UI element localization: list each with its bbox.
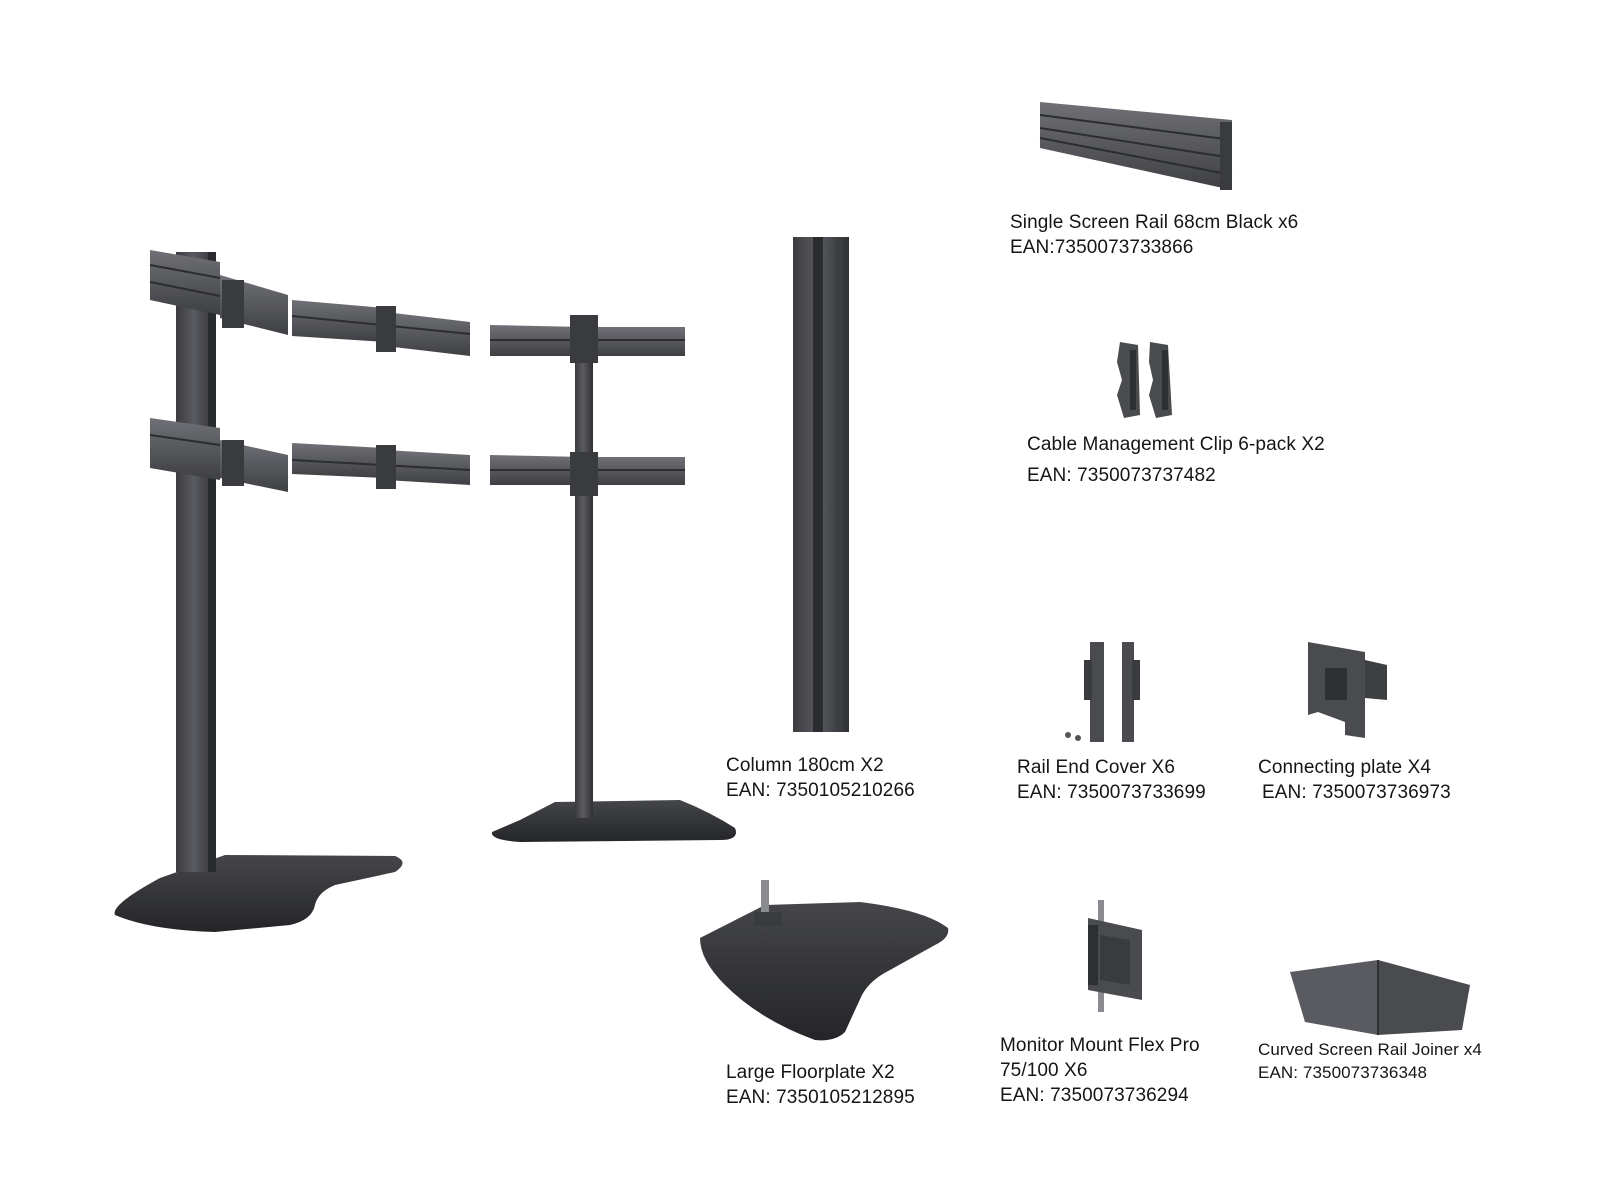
monitor-mount-illustration bbox=[1088, 900, 1142, 1012]
curved-joiner-illustration bbox=[1290, 960, 1470, 1035]
rail-end-cover-label: Rail End Cover X6 EAN: 7350073733699 bbox=[1017, 755, 1206, 805]
connecting-plate-illustration bbox=[1308, 642, 1387, 738]
cable-clip-name: Cable Management Clip 6-pack X2 bbox=[1027, 434, 1325, 455]
monitor-mount-ean: EAN: 7350073736294 bbox=[1000, 1085, 1189, 1106]
single-rail-label: Single Screen Rail 68cm Black x6 EAN:735… bbox=[1010, 210, 1298, 260]
floorplate-illustration bbox=[700, 880, 949, 1041]
column-name: Column 180cm X2 bbox=[726, 755, 884, 776]
stand-floorplate-left bbox=[114, 855, 403, 932]
single-rail-illustration bbox=[1039, 102, 1233, 190]
column-label: Column 180cm X2 EAN: 7350105210266 bbox=[726, 753, 915, 803]
single-rail-ean: EAN:7350073733866 bbox=[1010, 237, 1194, 258]
curved-joiner-ean: EAN: 7350073736348 bbox=[1258, 1063, 1428, 1082]
stand-bottom-rails bbox=[149, 418, 685, 496]
floorplate-ean: EAN: 7350105212895 bbox=[726, 1087, 915, 1108]
column-ean: EAN: 7350105210266 bbox=[726, 780, 915, 801]
floorplate-name: Large Floorplate X2 bbox=[726, 1062, 895, 1083]
connecting-plate-name: Connecting plate X4 bbox=[1258, 757, 1432, 778]
stand-floorplate-right bbox=[491, 800, 736, 842]
connecting-plate-label: Connecting plate X4 EAN: 7350073736973 bbox=[1258, 755, 1451, 805]
rail-end-cover-name: Rail End Cover X6 bbox=[1017, 757, 1175, 778]
curved-joiner-label: Curved Screen Rail Joiner x4 EAN: 735007… bbox=[1258, 1038, 1482, 1084]
curved-joiner-name: Curved Screen Rail Joiner x4 bbox=[1258, 1040, 1482, 1059]
cable-clip-ean: EAN: 7350073737482 bbox=[1027, 465, 1216, 486]
column-illustration bbox=[793, 237, 849, 732]
single-rail-name: Single Screen Rail 68cm Black x6 bbox=[1010, 212, 1299, 233]
stand-column-right bbox=[575, 318, 593, 818]
monitor-mount-label: Monitor Mount Flex Pro 75/100 X6 EAN: 73… bbox=[1000, 1033, 1200, 1108]
assembled-stand bbox=[114, 250, 736, 932]
cable-clip-label: Cable Management Clip 6-pack X2 EAN: 735… bbox=[1027, 432, 1325, 488]
rail-end-cover-ean: EAN: 7350073733699 bbox=[1017, 782, 1206, 803]
cable-clip-illustration bbox=[1117, 342, 1172, 418]
stand-top-rails bbox=[149, 250, 685, 363]
connecting-plate-ean: EAN: 7350073736973 bbox=[1262, 782, 1451, 803]
monitor-mount-name-line2: 75/100 X6 bbox=[1000, 1060, 1088, 1081]
floorplate-label: Large Floorplate X2 EAN: 7350105212895 bbox=[726, 1060, 915, 1110]
rail-end-cover-illustration bbox=[1065, 642, 1140, 742]
monitor-mount-name-line1: Monitor Mount Flex Pro bbox=[1000, 1035, 1200, 1056]
